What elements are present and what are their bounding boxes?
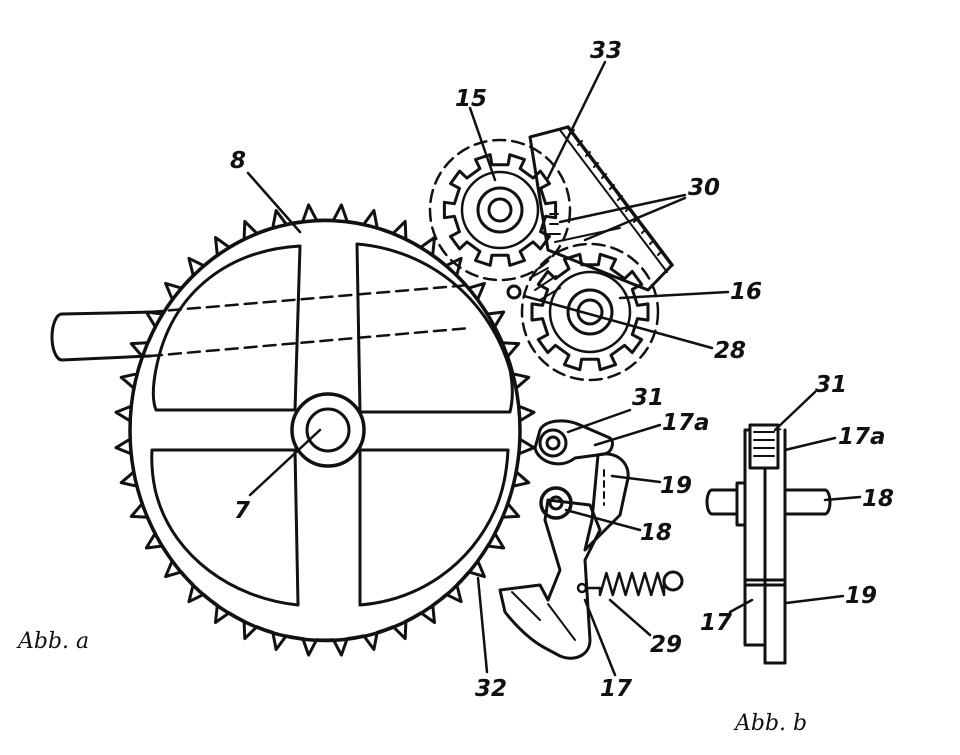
- pinion-16-disc: [548, 270, 632, 354]
- roller-31-side: [748, 423, 780, 470]
- label-33: 33: [590, 38, 622, 64]
- pawl-assembly: [498, 419, 630, 660]
- pinion-15-disc: [460, 170, 540, 250]
- pivot-18-pin: [548, 495, 564, 511]
- label-b-17: 17: [700, 610, 732, 636]
- label-b-17a: 17a: [838, 424, 886, 450]
- label-30: 30: [688, 175, 720, 201]
- leader-lines: [246, 60, 862, 677]
- roller-31: [538, 428, 568, 458]
- label-18: 18: [640, 520, 672, 546]
- label-17a: 17a: [662, 410, 710, 436]
- hub-inner: [305, 407, 351, 453]
- pinion-15-teeth: [442, 153, 558, 267]
- pinion-16: [520, 242, 660, 382]
- spring-hook: [662, 570, 684, 592]
- label-31: 31: [632, 385, 664, 411]
- pinion-15-pitch-circle: [428, 138, 572, 282]
- wheel-rim: [128, 218, 522, 643]
- lever-19-side: [763, 428, 787, 665]
- label-16: 16: [730, 279, 762, 305]
- label-17: 17: [600, 676, 632, 702]
- pinion-15-bore: [487, 197, 513, 223]
- label-28: 28: [714, 338, 746, 364]
- pinion-16-teeth: [530, 252, 650, 372]
- label-8: 8: [230, 148, 246, 174]
- caption-abb-b: Abb. b: [733, 711, 807, 736]
- spring-29: [584, 570, 684, 597]
- pinion-15-hub: [476, 186, 524, 234]
- label-b-18: 18: [862, 486, 894, 512]
- pinion-16-pitch-circle: [520, 242, 660, 382]
- pinion-16-hub: [566, 288, 614, 336]
- wheel-teeth: [114, 203, 536, 657]
- label-7: 7: [234, 498, 250, 524]
- side-view-b: [705, 423, 832, 665]
- hub-outer: [290, 392, 366, 468]
- label-15: 15: [455, 86, 487, 112]
- rack-block-33: [528, 125, 674, 292]
- roller-31-pin: [545, 435, 561, 451]
- axle-shaft: [50, 283, 472, 362]
- pivot-18: [539, 486, 573, 520]
- label-32: 32: [475, 676, 507, 702]
- ratchet-wheel-8: [114, 203, 536, 657]
- label-29: 29: [650, 632, 682, 658]
- shaft-18-side: [710, 488, 827, 516]
- wheel-spokes: [150, 242, 514, 607]
- label-b-31: 31: [815, 372, 847, 398]
- label-19: 19: [660, 473, 692, 499]
- label-b-19: 19: [845, 583, 877, 609]
- caption-abb-a: Abb. a: [16, 629, 89, 654]
- pinion-15: [428, 138, 572, 282]
- pin-28: [506, 284, 522, 300]
- hub-18-side: [735, 481, 747, 527]
